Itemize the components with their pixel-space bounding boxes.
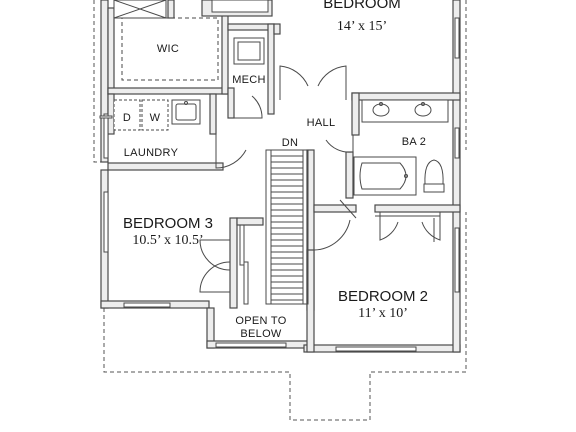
- wall: [227, 23, 275, 31]
- wall: [374, 204, 461, 213]
- closet-door: [243, 261, 249, 305]
- wall: [351, 92, 360, 136]
- wall: [229, 217, 238, 309]
- wall: [273, 23, 281, 35]
- wall: [107, 87, 229, 95]
- door-swing: [215, 134, 247, 169]
- top-tub: [211, 0, 269, 13]
- toilet-bowl: [424, 159, 444, 185]
- window: [454, 17, 460, 59]
- room-dim-bedroom3: 10.5’ x 10.5’: [132, 233, 203, 248]
- door-swing: [279, 65, 309, 100]
- label-open-to: OPEN TO: [235, 315, 286, 327]
- wic-shelving: [121, 17, 219, 81]
- room-label-wic: WIC: [157, 43, 179, 55]
- room-dim-bedroom: 14’ x 15’: [337, 19, 387, 34]
- label-washer: W: [150, 112, 161, 124]
- room-label-bedroom2: BEDROOM 2: [338, 288, 428, 305]
- dryer-box: [113, 99, 141, 131]
- window: [335, 346, 417, 352]
- wall: [107, 93, 115, 135]
- ba2-vanity: [361, 99, 449, 123]
- window: [103, 191, 109, 253]
- window: [454, 127, 460, 159]
- toilet-tank: [423, 183, 445, 193]
- room-label-mech: MECH: [232, 74, 266, 86]
- drain: [379, 102, 383, 106]
- door-swing: [234, 95, 263, 119]
- wall: [306, 249, 315, 353]
- wall: [351, 92, 461, 101]
- wall: [167, 0, 175, 19]
- window: [123, 302, 171, 308]
- wall: [236, 217, 264, 226]
- wall: [345, 151, 354, 199]
- washer-box: [141, 99, 169, 131]
- window: [215, 342, 287, 348]
- stairs: [265, 149, 309, 305]
- wall: [107, 7, 115, 95]
- door-swing: [199, 261, 231, 293]
- room-label-hall: HALL: [307, 117, 336, 129]
- window: [454, 227, 460, 293]
- ba2-sink-right: [414, 103, 432, 117]
- wall: [313, 204, 357, 213]
- closet-door: [239, 224, 245, 266]
- room-label-ba2: BA 2: [402, 136, 426, 148]
- room-label-bedroom: BEDROOM: [323, 0, 401, 12]
- laundry-drain: [184, 101, 188, 105]
- door-swing: [313, 212, 351, 251]
- stair-label-dn: DN: [282, 137, 299, 149]
- room-label-laundry: LAUNDRY: [124, 147, 179, 159]
- porch-outline-bottom: [103, 212, 467, 421]
- drain: [421, 102, 425, 106]
- door-swing: [421, 212, 441, 241]
- mech-unit-inner: [237, 41, 261, 61]
- wall: [221, 0, 229, 95]
- door-swing: [379, 212, 399, 241]
- label-dryer: D: [123, 112, 131, 124]
- room-label-bedroom3: BEDROOM 3: [123, 215, 213, 232]
- shower-line: [113, 0, 167, 19]
- door-swing: [325, 139, 353, 153]
- wall: [209, 93, 217, 135]
- ba2-sink-left: [372, 103, 390, 117]
- door-swing: [317, 65, 347, 100]
- wall: [227, 87, 235, 119]
- room-dim-bedroom2: 11’ x 10’: [358, 306, 408, 321]
- wall: [452, 0, 461, 353]
- window: [99, 115, 113, 119]
- wall: [267, 23, 275, 115]
- door-swing: [339, 199, 357, 219]
- label-below: BELOW: [240, 328, 282, 340]
- tub-drain: [404, 174, 408, 178]
- wall: [107, 162, 224, 171]
- window: [103, 113, 109, 159]
- ba2-tub-basin: [359, 162, 407, 190]
- door-swing: [199, 239, 231, 271]
